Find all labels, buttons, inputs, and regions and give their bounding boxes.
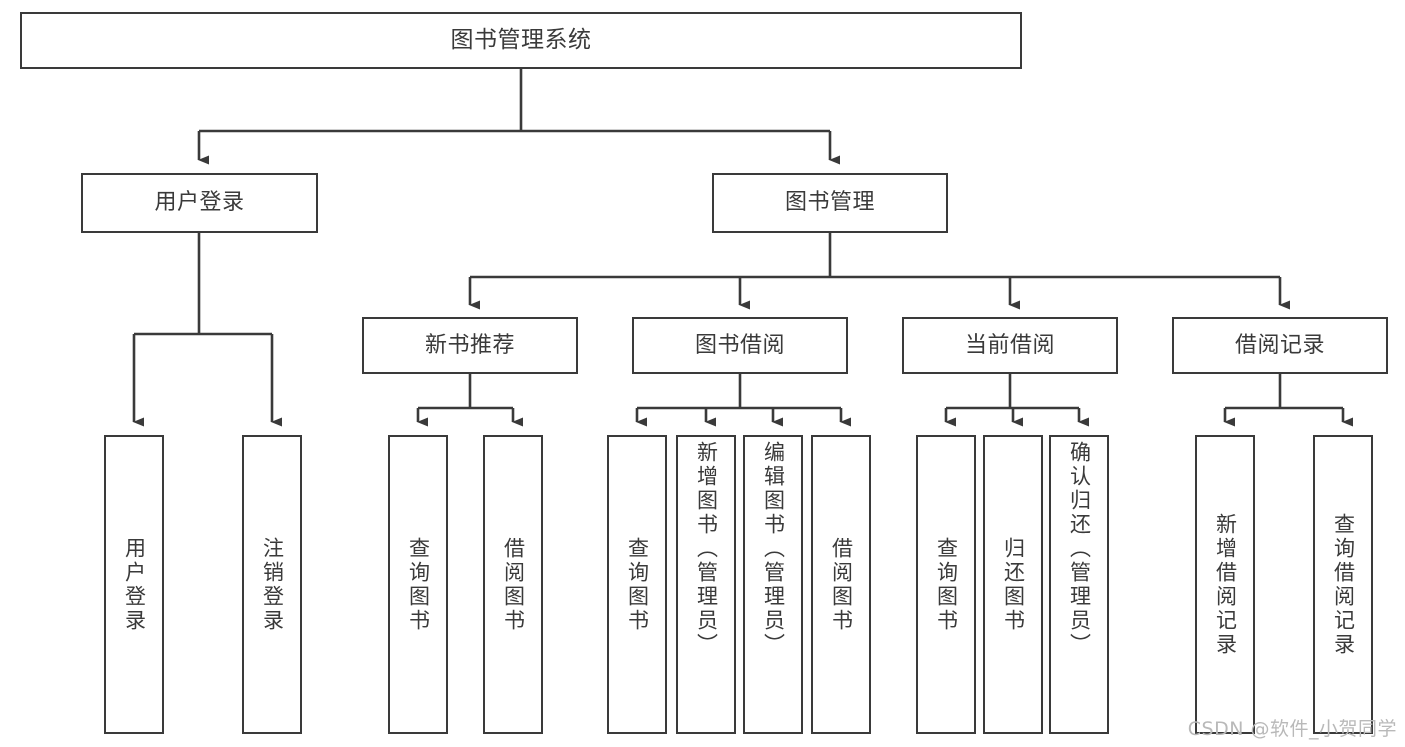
leaf-current-borrow-confirm-return-admin[interactable]: 确认归还（管理员） (1049, 435, 1109, 734)
watermark-text: CSDN @软件_小贺同学 (1187, 718, 1397, 740)
leaf-book-borrow-borrow-book[interactable]: 借阅图书 (811, 435, 871, 734)
node-label: 用户登录 (122, 536, 147, 633)
leaf-user-login-login[interactable]: 用户登录 (104, 435, 164, 734)
leaf-book-borrow-edit-book-admin[interactable]: 编辑图书（管理员） (743, 435, 803, 734)
leaf-new-book-query-book[interactable]: 查询图书 (388, 435, 448, 734)
node-root-book-management-system[interactable]: 图书管理系统 (20, 12, 1022, 69)
leaf-user-login-logout[interactable]: 注销登录 (242, 435, 302, 734)
node-label: 借阅图书 (501, 536, 526, 633)
node-label: 图书借阅 (694, 332, 785, 358)
node-label: 查询图书 (625, 536, 650, 633)
node-label: 新增图书（管理员） (694, 441, 719, 657)
node-label: 确认归还（管理员） (1067, 441, 1092, 657)
node-label: 用户登录 (154, 190, 245, 216)
leaf-book-borrow-add-book-admin[interactable]: 新增图书（管理员） (676, 435, 736, 734)
node-user-login[interactable]: 用户登录 (81, 173, 318, 233)
node-book-management[interactable]: 图书管理 (712, 173, 948, 233)
node-current-borrow[interactable]: 当前借阅 (902, 317, 1118, 374)
leaf-current-borrow-query-book[interactable]: 查询图书 (916, 435, 976, 734)
node-label: 借阅记录 (1234, 332, 1325, 358)
node-label: 编辑图书（管理员） (761, 441, 786, 657)
node-label: 图书管理系统 (450, 26, 592, 53)
node-new-book-recommend[interactable]: 新书推荐 (362, 317, 578, 374)
node-label: 注销登录 (260, 536, 285, 633)
node-label: 查询图书 (934, 536, 959, 633)
node-label: 查询图书 (406, 536, 431, 633)
leaf-borrow-record-add-record[interactable]: 新增借阅记录 (1195, 435, 1255, 734)
node-label: 新书推荐 (424, 332, 515, 358)
leaf-current-borrow-return-book[interactable]: 归还图书 (983, 435, 1043, 734)
node-label: 查询借阅记录 (1331, 512, 1356, 657)
node-label: 归还图书 (1001, 536, 1026, 633)
node-label: 图书管理 (784, 190, 875, 216)
node-label: 当前借阅 (964, 332, 1055, 358)
node-label: 借阅图书 (829, 536, 854, 633)
node-book-borrow[interactable]: 图书借阅 (632, 317, 848, 374)
node-label: 新增借阅记录 (1213, 512, 1238, 657)
leaf-book-borrow-query-book[interactable]: 查询图书 (607, 435, 667, 734)
leaf-borrow-record-query-record[interactable]: 查询借阅记录 (1313, 435, 1373, 734)
leaf-new-book-borrow-book[interactable]: 借阅图书 (483, 435, 543, 734)
node-borrow-record[interactable]: 借阅记录 (1172, 317, 1388, 374)
